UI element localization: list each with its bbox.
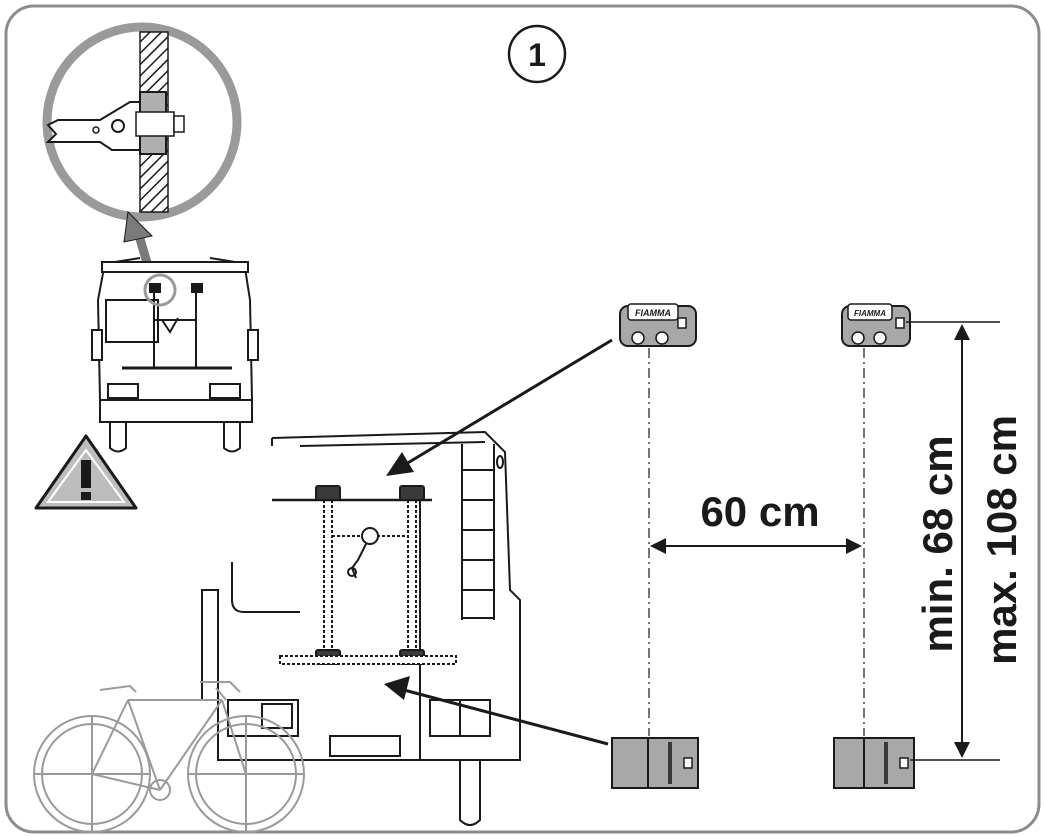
bracket-brand-left: FIAMMA — [635, 308, 671, 318]
horizontal-dimension: 60 cm — [650, 488, 862, 554]
top-bracket-left: FIAMMA — [619, 303, 697, 347]
bottom-bracket-left — [611, 737, 699, 789]
bracket-brand-right: FIAMMA — [854, 309, 886, 318]
vertical-dimension-max-label: max. 108 cm — [978, 415, 1025, 665]
bicycle-illustration — [33, 681, 305, 833]
bottom-bracket-right — [833, 737, 915, 789]
pointer-arrow-top — [386, 338, 613, 476]
horizontal-dimension-label: 60 cm — [700, 488, 819, 535]
pointer-arrow-bottom — [384, 676, 609, 746]
camper-thumbnail — [91, 257, 259, 453]
top-bracket-right: FIAMMA — [841, 303, 911, 347]
vertical-dimension-min-label: min. 68 cm — [914, 435, 961, 652]
magnifier-detail-icon — [42, 22, 242, 222]
vertical-dimension: min. 68 cm max. 108 cm — [906, 321, 1025, 761]
step-number: 1 — [528, 37, 546, 73]
warning-triangle-icon — [34, 434, 138, 510]
step-badge: 1 — [507, 24, 567, 84]
